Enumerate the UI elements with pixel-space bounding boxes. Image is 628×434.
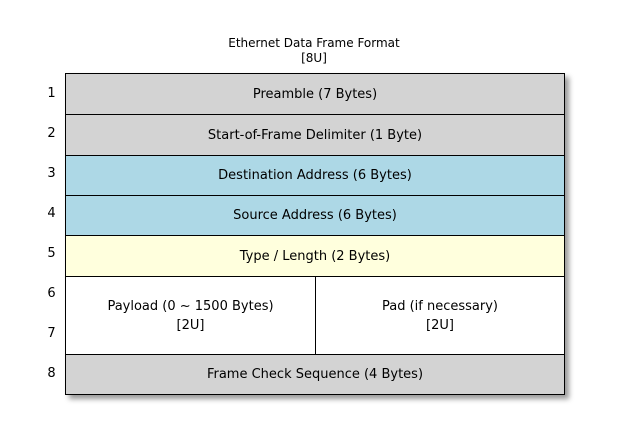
row-number-4: 4 [47,205,56,221]
field-payload-label: Payload (0 ~ 1500 Bytes) [107,298,274,314]
field-sfd-label: Start-of-Frame Delimiter (1 Byte) [207,127,423,143]
field-fcs-cell: Frame Check Sequence (4 Bytes) [66,354,564,394]
field-pad-cell: Pad (if necessary) [2U] [315,277,564,354]
row-number-8: 8 [47,365,56,381]
row-number-5: 5 [47,245,56,261]
field-sfd-cell: Start-of-Frame Delimiter (1 Byte) [66,114,564,155]
field-source-address-cell: Source Address (6 Bytes) [66,195,564,235]
diagram-title: Ethernet Data Frame Format [8U] [65,36,563,66]
field-payload-cell: Payload (0 ~ 1500 Bytes) [2U] [66,277,315,354]
field-fcs-label: Frame Check Sequence (4 Bytes) [206,367,424,382]
field-preamble-cell: Preamble (7 Bytes) [66,74,564,114]
field-preamble-label: Preamble (7 Bytes) [252,86,378,102]
field-pad-sublabel: [2U] [426,317,454,333]
row-number-6: 6 [47,285,56,301]
row-number-3: 3 [47,165,56,181]
field-payload-sublabel: [2U] [176,317,205,333]
field-source-address-label: Source Address (6 Bytes) [233,208,397,223]
row-number-1: 1 [47,85,56,101]
field-pad-label: Pad (if necessary) [381,298,498,314]
diagram-title-line1: Ethernet Data Frame Format [228,36,400,50]
diagram-title-line2: [8U] [301,51,327,65]
field-type-length-label: Type / Length (2 Bytes) [239,248,391,264]
row-number-column: 1 2 3 4 5 6 7 8 [38,73,65,393]
field-destination-address-label: Destination Address (6 Bytes) [218,168,412,183]
field-payload-pad-row: Payload (0 ~ 1500 Bytes) [2U] Pad (if ne… [66,276,564,354]
row-number-2: 2 [47,125,56,141]
field-destination-address-cell: Destination Address (6 Bytes) [66,155,564,195]
frame-diagram: 1 2 3 4 5 6 7 8 Preamble (7 Bytes) Start… [38,73,565,395]
row-number-7: 7 [47,325,56,341]
frame-table: Preamble (7 Bytes) Start-of-Frame Delimi… [65,73,565,395]
field-type-length-cell: Type / Length (2 Bytes) [66,235,564,276]
